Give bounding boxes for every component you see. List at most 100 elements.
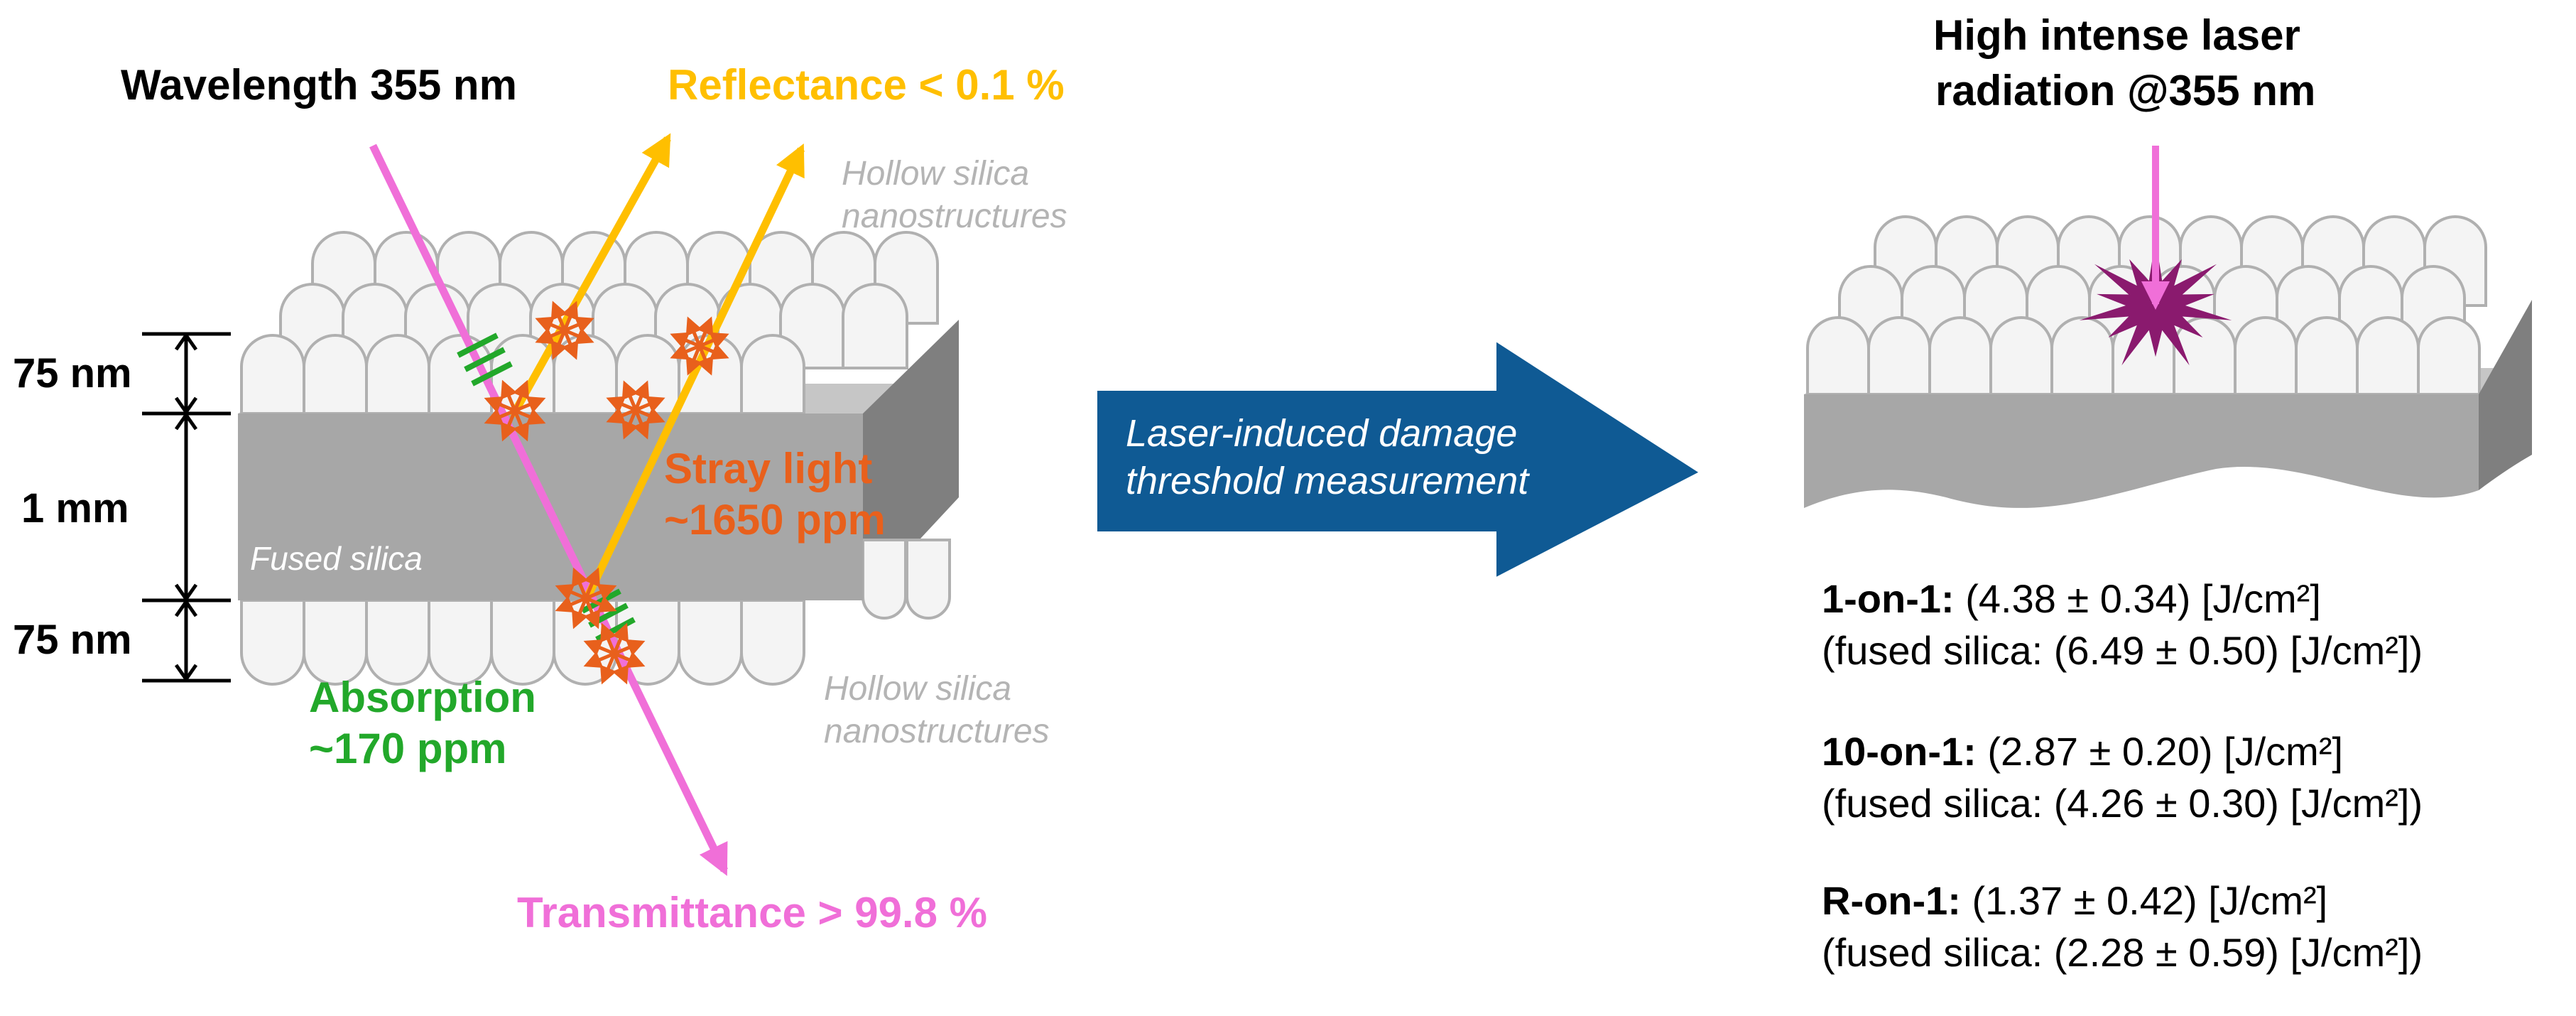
hollow-nanostructure bbox=[240, 334, 305, 415]
hollow-nanostructure bbox=[1806, 316, 1870, 396]
scatter-ray bbox=[514, 408, 546, 425]
hollow-nanostructure bbox=[906, 539, 951, 620]
scatter-ray bbox=[583, 567, 600, 599]
hollow-nanostructure bbox=[1867, 316, 1931, 396]
hollow-bottom-line2: nanostructures bbox=[824, 713, 1050, 750]
hollow-bottom-line1: Hollow silica bbox=[824, 670, 1011, 708]
dim-top-label: 75 nm bbox=[13, 350, 132, 396]
reflected-beam-front bbox=[509, 133, 671, 418]
scatter-ray bbox=[583, 651, 615, 668]
scatter-ray bbox=[550, 301, 567, 331]
scatter-ray bbox=[572, 598, 589, 629]
absorption-line2: ~170 ppm bbox=[309, 725, 506, 772]
scatter-ray bbox=[621, 380, 638, 411]
hollow-nanostructure bbox=[365, 599, 430, 686]
scatter-ray bbox=[621, 409, 638, 440]
stray-light-line2: ~1650 ppm bbox=[664, 496, 886, 544]
hollow-nanostructure bbox=[365, 334, 430, 415]
wavelength-label: Wavelength 355 nm bbox=[121, 61, 517, 109]
scatter-ray bbox=[600, 622, 617, 654]
scatter-ray bbox=[512, 410, 529, 442]
scatter-ray bbox=[614, 651, 646, 668]
damaged-substrate-front bbox=[1804, 394, 2479, 508]
hollow-nanostructure bbox=[615, 334, 680, 415]
scatter-ray bbox=[699, 343, 729, 360]
transmittance-label: Transmittance > 99.8 % bbox=[517, 889, 987, 936]
hollow-nanostructure bbox=[1989, 316, 2053, 396]
scatter-ray bbox=[562, 330, 579, 360]
scatter-ray bbox=[699, 332, 729, 349]
substrate-side-face bbox=[863, 320, 959, 600]
scatter-ray bbox=[564, 328, 594, 345]
result-10on1-reference: (fused silica: (4.26 ± 0.30) [J/cm²]) bbox=[1822, 781, 2423, 826]
substrate-label: Fused silica bbox=[250, 540, 423, 577]
scatter-ray bbox=[633, 380, 650, 411]
hollow-nanostructure bbox=[678, 599, 743, 686]
hollow-nanostructure bbox=[2050, 316, 2114, 396]
dim-bottom-label: 75 nm bbox=[13, 617, 132, 663]
scatter-ray bbox=[612, 653, 629, 685]
scatter-ray bbox=[555, 584, 587, 601]
scatter-ray bbox=[633, 409, 650, 440]
process-arrow-line1: Laser-induced damage bbox=[1126, 412, 1517, 455]
hollow-top-line1: Hollow silica bbox=[842, 155, 1029, 193]
scatter-ray bbox=[697, 345, 714, 376]
scatter-ray bbox=[535, 316, 565, 333]
laser-title-line2: radiation @355 nm bbox=[1935, 67, 2315, 114]
scatter-ray bbox=[583, 639, 615, 656]
hollow-nanostructure bbox=[240, 599, 305, 686]
result-1on1-reference: (fused silica: (6.49 ± 0.50) [J/cm²]) bbox=[1822, 628, 2423, 673]
process-arrow-line2: threshold measurement bbox=[1126, 460, 1530, 502]
scatter-ray bbox=[612, 622, 629, 654]
scatter-ray bbox=[484, 396, 516, 414]
scatter-ray bbox=[670, 343, 700, 360]
incident-transmitted-beam bbox=[369, 144, 728, 876]
scatter-ray bbox=[550, 330, 567, 360]
lidt-results: 1-on-1: (4.38 ± 0.34) [J/cm²] (fused sil… bbox=[1822, 576, 2423, 975]
hollow-nanostructure bbox=[2234, 316, 2298, 396]
scatter-ray bbox=[685, 316, 702, 347]
process-arrow: Laser-induced damage threshold measureme… bbox=[1094, 337, 1704, 582]
result-10on1: 10-on-1: (2.87 ± 0.20) [J/cm²] bbox=[1822, 729, 2343, 774]
result-10on1-label: 10-on-1: bbox=[1822, 729, 1977, 774]
scatter-ray bbox=[514, 396, 546, 414]
result-1on1-value: (4.38 ± 0.34) [J/cm²] bbox=[1955, 576, 2321, 621]
hollow-nanostructure bbox=[303, 334, 368, 415]
scatter-ray bbox=[555, 595, 587, 612]
scatter-ray bbox=[600, 653, 617, 685]
hollow-nanostructure bbox=[842, 283, 908, 369]
scatter-ray bbox=[635, 396, 665, 413]
scatter-ray bbox=[564, 316, 594, 333]
hollow-nanostructure bbox=[303, 599, 368, 686]
stray-light-line1: Stray light bbox=[664, 445, 872, 492]
hollow-nanostructure bbox=[1928, 316, 1992, 396]
scatter-ray bbox=[585, 595, 617, 612]
scatter-ray bbox=[635, 407, 665, 424]
result-Ron1-reference: (fused silica: (2.28 ± 0.59) [J/cm²]) bbox=[1822, 930, 2423, 975]
scatter-ray bbox=[606, 396, 636, 413]
hollow-nanostructure bbox=[428, 599, 493, 686]
scatter-ray bbox=[614, 639, 646, 656]
result-Ron1-value: (1.37 ± 0.42) [J/cm²] bbox=[1961, 878, 2327, 923]
absorption-line1: Absorption bbox=[309, 674, 536, 721]
result-1on1-label: 1-on-1: bbox=[1822, 576, 1955, 621]
scatter-ray bbox=[512, 379, 529, 411]
scatter-ray bbox=[484, 408, 516, 425]
hollow-nanostructure bbox=[490, 599, 555, 686]
dim-middle-label: 1 mm bbox=[21, 485, 129, 531]
scatter-ray bbox=[562, 301, 579, 331]
damaged-sample-diagram bbox=[1804, 146, 2532, 508]
hollow-nanostructure bbox=[862, 539, 907, 620]
scatter-ray bbox=[685, 345, 702, 376]
scatter-ray bbox=[585, 584, 617, 601]
scatter-ray bbox=[606, 407, 636, 424]
hollow-top-line2: nanostructures bbox=[842, 198, 1067, 235]
stray-light-scatter-points bbox=[484, 301, 729, 685]
result-Ron1: R-on-1: (1.37 ± 0.42) [J/cm²] bbox=[1822, 878, 2327, 923]
scatter-ray bbox=[670, 332, 700, 349]
laser-title-line1: High intense laser bbox=[1933, 11, 2300, 59]
light-beams bbox=[369, 133, 805, 876]
result-Ron1-label: R-on-1: bbox=[1822, 878, 1961, 923]
scatter-ray bbox=[697, 316, 714, 347]
